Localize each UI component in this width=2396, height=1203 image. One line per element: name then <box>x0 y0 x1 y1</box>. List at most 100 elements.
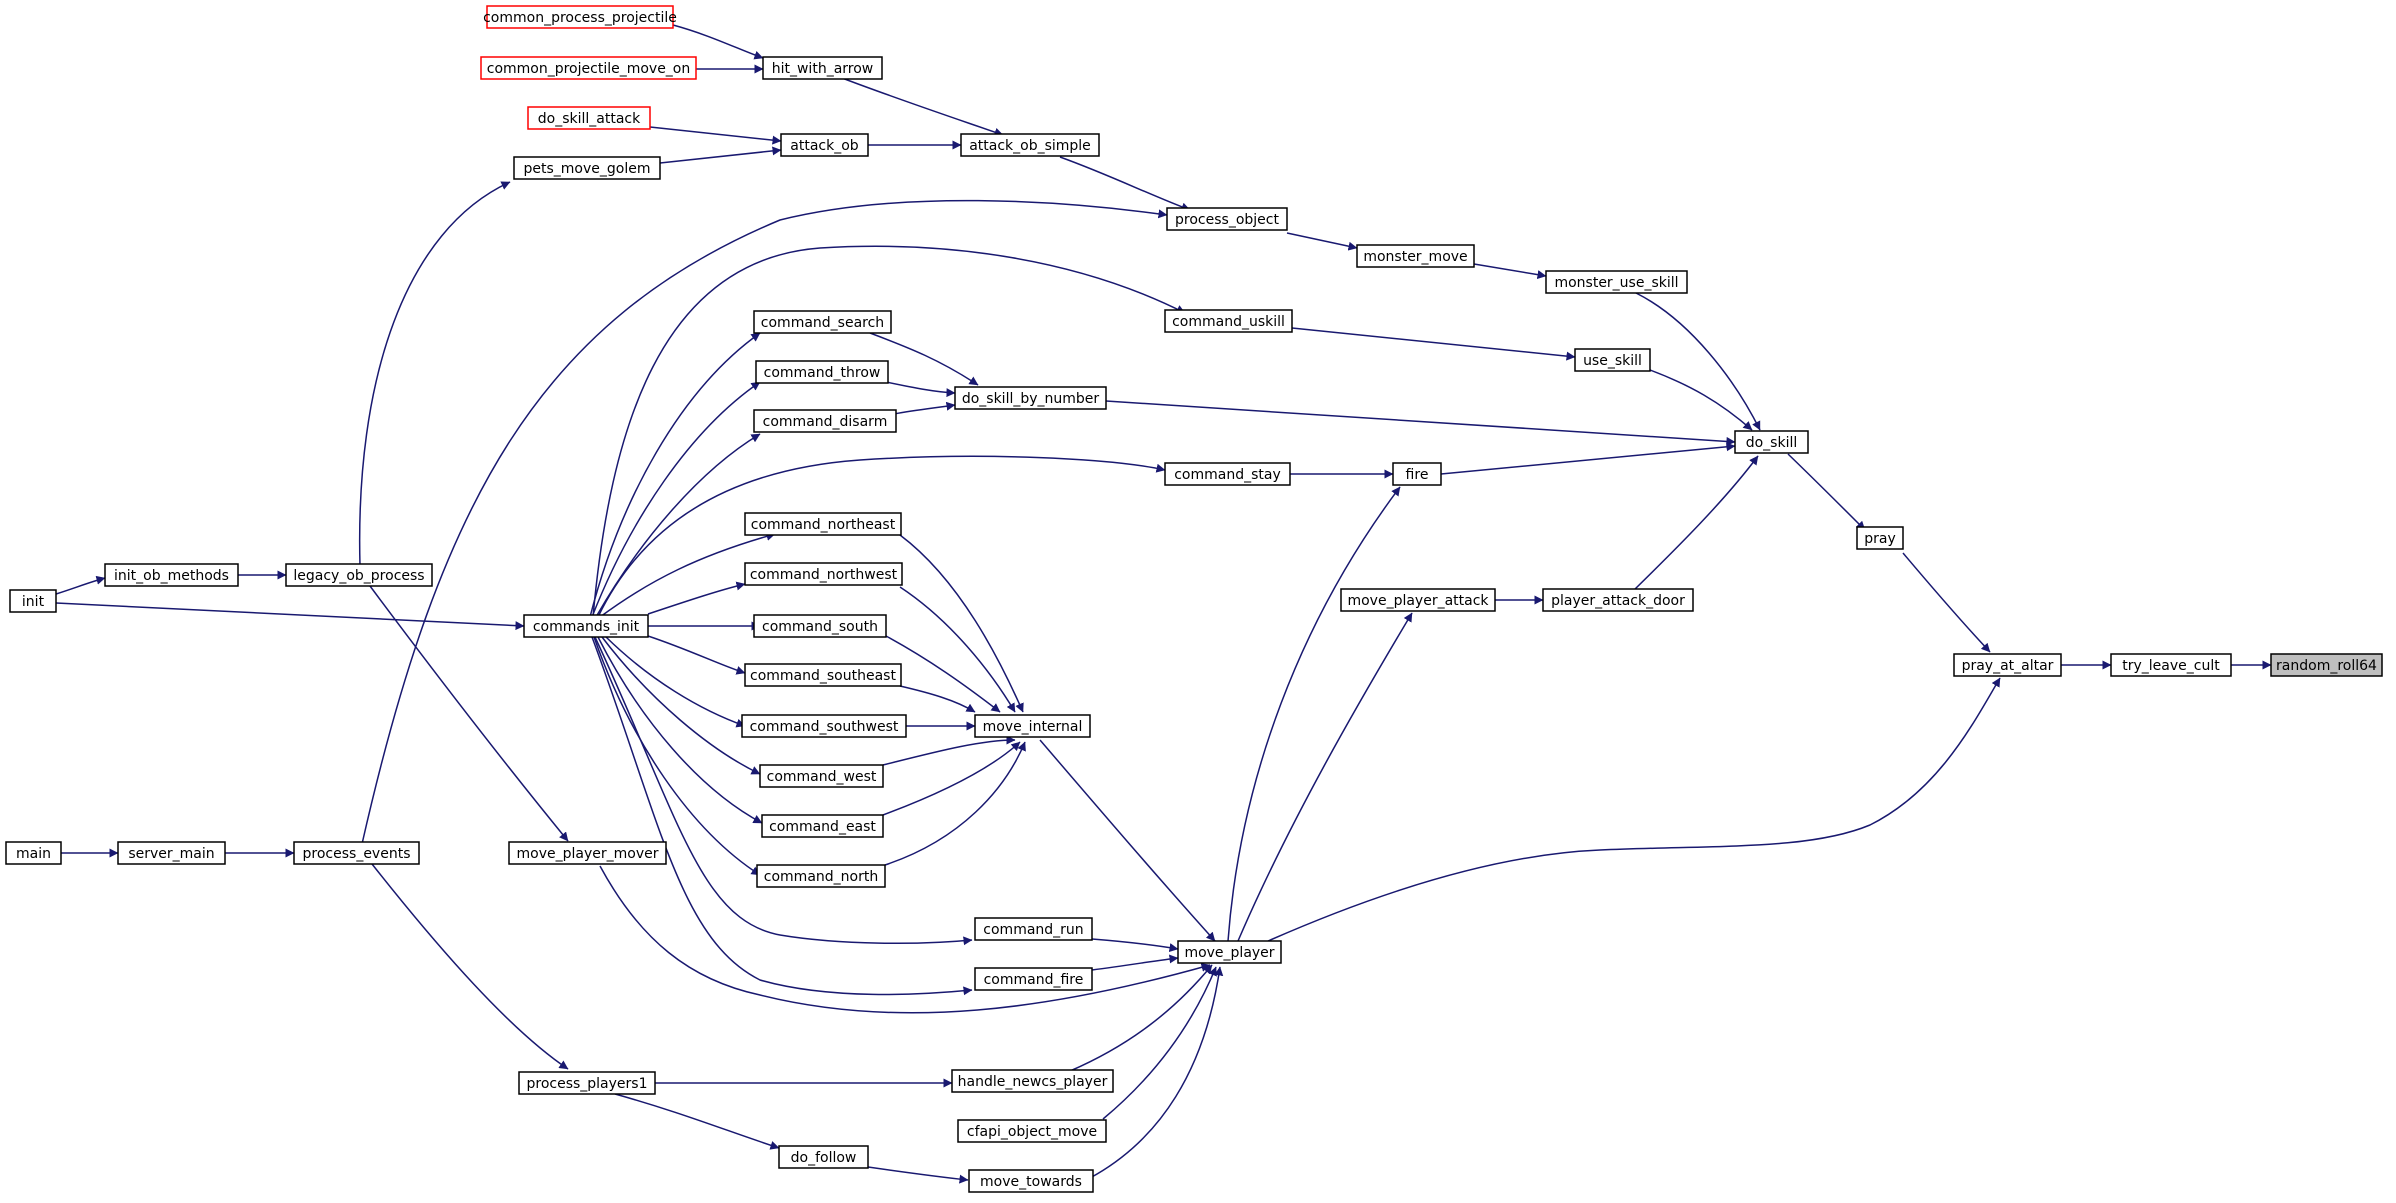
node-label: move_internal <box>983 719 1083 735</box>
node-command-disarm[interactable]: command_disarm <box>753 409 897 433</box>
edge-command_northwest-move_internal <box>899 586 1016 713</box>
node-box <box>1734 430 1809 454</box>
node-command-southeast[interactable]: command_southeast <box>744 663 902 687</box>
node-box <box>2110 653 2232 677</box>
node-box <box>1177 940 1282 964</box>
edge-init-init_ob_methods <box>55 575 106 595</box>
node-box <box>1356 244 1475 268</box>
node-pray-at-altar[interactable]: pray_at_altar <box>1953 653 2062 677</box>
node-box <box>741 714 907 738</box>
node-command-northwest[interactable]: command_northwest <box>744 562 903 586</box>
node-label: hit_with_arrow <box>772 61 874 77</box>
node-command-west[interactable]: command_west <box>759 764 884 788</box>
node-box <box>968 1169 1094 1193</box>
node-box <box>1340 588 1496 612</box>
node-command-north[interactable]: command_north <box>756 864 886 888</box>
edge-commands_init-command_uskill <box>592 245 1186 618</box>
edge-command_throw-do_skill_by_number <box>885 381 956 398</box>
node-do-skill-attack[interactable]: do_skill_attack <box>527 106 651 130</box>
edge-use_skill-do_skill <box>1649 369 1753 431</box>
node-pray[interactable]: pray <box>1856 526 1904 550</box>
node-box <box>2270 653 2383 677</box>
node-box <box>1392 462 1442 486</box>
node-label: command_southeast <box>750 668 896 684</box>
node-label: command_fire <box>984 972 1084 988</box>
node-box <box>513 156 661 180</box>
node-monster-move[interactable]: monster_move <box>1356 244 1475 268</box>
node-box <box>951 1069 1114 1093</box>
edge-command_north-move_internal <box>884 741 1026 866</box>
node-try-leave-cult[interactable]: try_leave_cult <box>2110 653 2232 677</box>
node-command-east[interactable]: command_east <box>761 814 884 838</box>
node-process-players1[interactable]: process_players1 <box>518 1071 656 1095</box>
node-box <box>780 133 869 157</box>
node-attack-ob[interactable]: attack_ob <box>780 133 869 157</box>
node-label: common_projectile_move_on <box>487 61 691 77</box>
node-command-run[interactable]: command_run <box>974 917 1093 941</box>
node-label: use_skill <box>1583 353 1642 369</box>
node-command-search[interactable]: command_search <box>753 310 892 334</box>
node-move-towards[interactable]: move_towards <box>968 1169 1094 1193</box>
node-attack-ob-simple[interactable]: attack_ob_simple <box>960 133 1100 157</box>
node-player-attack-door[interactable]: player_attack_door <box>1542 588 1694 612</box>
node-use-skill[interactable]: use_skill <box>1574 348 1651 372</box>
node-init-ob-methods[interactable]: init_ob_methods <box>104 563 239 587</box>
node-common-process-projectile[interactable]: common_process_projectile <box>483 5 677 29</box>
edge-common_process_projectile-hit_with_arrow <box>672 24 764 60</box>
node-command-fire[interactable]: command_fire <box>974 967 1093 991</box>
node-box <box>480 56 697 80</box>
node-box <box>957 1119 1107 1143</box>
node-label: command_south <box>762 619 878 635</box>
node-label: pets_move_golem <box>524 161 651 177</box>
node-cfapi-object-move[interactable]: cfapi_object_move <box>957 1119 1107 1143</box>
node-hit-with-arrow[interactable]: hit_with_arrow <box>762 56 883 80</box>
node-process-object[interactable]: process_object <box>1166 207 1288 231</box>
node-box <box>753 614 887 638</box>
nodes: random_roll64 try_leave_cult pray_at_altar… <box>5 5 2383 1193</box>
node-label: process_object <box>1175 212 1279 228</box>
node-fire[interactable]: fire <box>1392 462 1442 486</box>
node-random-roll64[interactable]: random_roll64 <box>2270 653 2383 677</box>
node-move-internal[interactable]: move_internal <box>974 714 1091 738</box>
node-box <box>5 841 62 865</box>
node-box <box>285 563 433 587</box>
node-command-northeast[interactable]: command_northeast <box>744 512 902 536</box>
edge-do_skill_attack-attack_ob <box>649 126 782 145</box>
edge-commands_init-command_northeast <box>599 531 776 618</box>
node-do-skill-by-number[interactable]: do_skill_by_number <box>954 386 1107 410</box>
node-box <box>974 917 1093 941</box>
node-box <box>756 864 886 888</box>
node-box <box>104 563 239 587</box>
node-common-projectile-move-on[interactable]: common_projectile_move_on <box>480 56 697 80</box>
node-handle-newcs-player[interactable]: handle_newcs_player <box>951 1069 1114 1093</box>
node-box <box>974 714 1091 738</box>
node-command-throw[interactable]: command_throw <box>755 360 889 384</box>
edge-command_search-do_skill_by_number <box>869 332 979 386</box>
node-label: player_attack_door <box>1551 593 1685 609</box>
node-label: attack_ob <box>790 138 859 154</box>
node-box <box>527 106 651 130</box>
node-label: process_players1 <box>526 1076 647 1092</box>
node-box <box>117 841 226 865</box>
node-command-southwest[interactable]: command_southwest <box>741 714 907 738</box>
node-move-player-mover[interactable]: move_player_mover <box>508 841 667 865</box>
node-box <box>508 841 667 865</box>
node-main[interactable]: main <box>5 841 62 865</box>
node-do-skill[interactable]: do_skill <box>1734 430 1809 454</box>
edge-commands_init-command_north <box>593 636 761 876</box>
node-move-player[interactable]: move_player <box>1177 940 1282 964</box>
node-server-main[interactable]: server_main <box>117 841 226 865</box>
node-command-south[interactable]: command_south <box>753 614 887 638</box>
node-commands-init[interactable]: commands_init <box>523 614 649 638</box>
node-pets-move-golem[interactable]: pets_move_golem <box>513 156 661 180</box>
node-legacy-ob-process[interactable]: legacy_ob_process <box>285 563 433 587</box>
edge-command_uskill-use_skill <box>1291 327 1576 361</box>
node-move-player-attack[interactable]: move_player_attack <box>1340 588 1496 612</box>
node-monster-use-skill[interactable]: monster_use_skill <box>1545 270 1688 294</box>
node-init[interactable]: init <box>9 589 57 613</box>
edge-init-commands_init <box>55 602 525 631</box>
node-process-events[interactable]: process_events <box>293 841 420 865</box>
node-command-uskill[interactable]: command_uskill <box>1164 309 1293 333</box>
node-do-follow[interactable]: do_follow <box>778 1145 869 1169</box>
node-command-stay[interactable]: command_stay <box>1164 462 1291 486</box>
